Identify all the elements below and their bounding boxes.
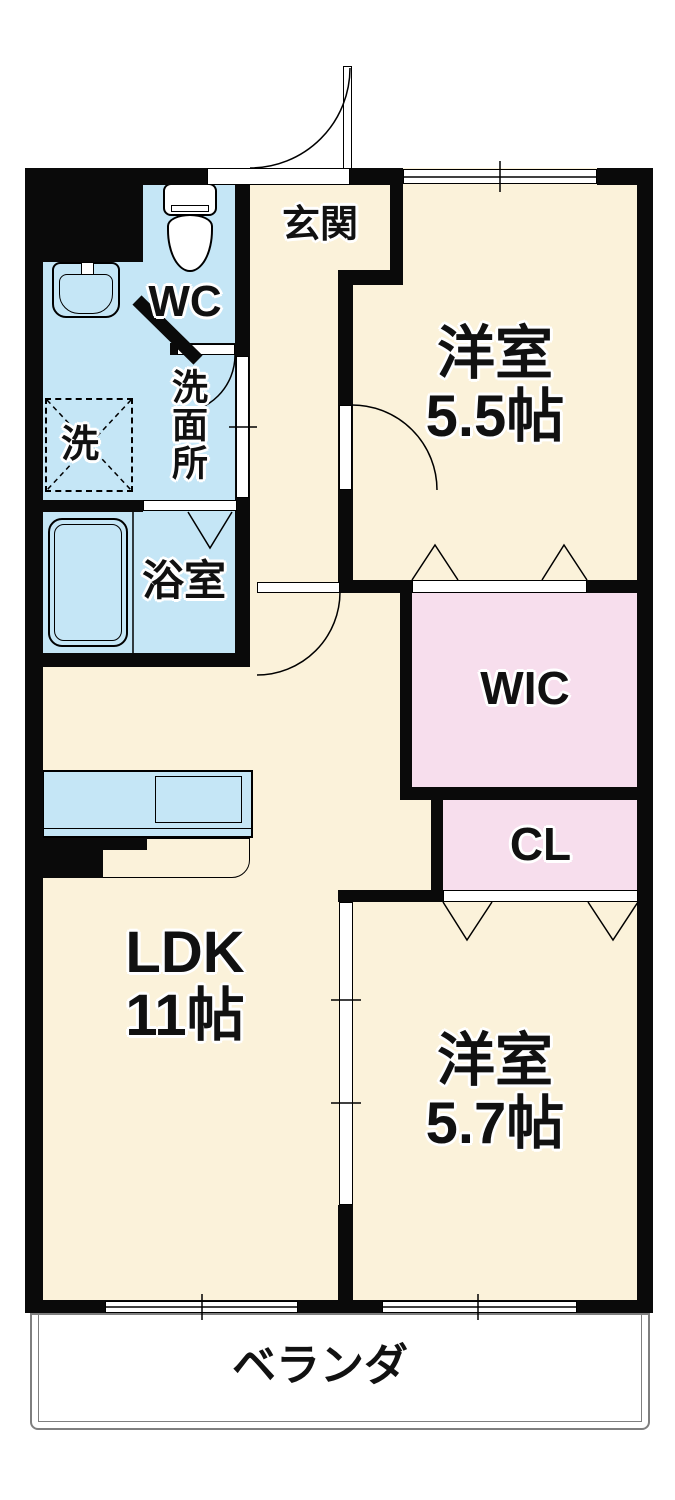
label-bathroom: 浴室 bbox=[141, 557, 226, 604]
wall-top-mid bbox=[350, 168, 403, 185]
label-room2: 洋室 5.7帖 bbox=[352, 1028, 638, 1156]
label-senmenjo: 洗面所 bbox=[167, 368, 208, 482]
washbasin-bowl bbox=[59, 274, 113, 314]
label-room2-name: 洋室 bbox=[436, 1028, 553, 1093]
partition-slide bbox=[339, 902, 353, 1205]
bathtub-inner bbox=[54, 524, 122, 641]
ps-shaft-block bbox=[25, 185, 143, 262]
label-laundry: 洗 bbox=[60, 424, 99, 466]
window-top bbox=[403, 169, 597, 184]
label-ldk: LDK 11帖 bbox=[60, 920, 310, 1048]
label-room1-size: 5.5帖 bbox=[425, 383, 565, 449]
window-room2 bbox=[382, 1301, 577, 1313]
veranda-inner-line bbox=[38, 1315, 642, 1422]
label-room2-size: 5.7帖 bbox=[425, 1090, 565, 1156]
door-hall-leaf bbox=[257, 582, 340, 593]
entry-door-arc bbox=[249, 67, 351, 169]
wall-top-left bbox=[25, 168, 207, 185]
wall-wic-left bbox=[400, 593, 412, 800]
label-ldk-size: 11帖 bbox=[125, 982, 245, 1048]
entry-gap bbox=[207, 168, 350, 185]
label-wic: WIC bbox=[480, 662, 570, 714]
kitchen-counter-edge-line bbox=[44, 828, 251, 829]
laundry-box bbox=[45, 398, 133, 492]
door-wc-leaf bbox=[177, 344, 235, 355]
wall-senmenjo-bottom bbox=[25, 500, 143, 512]
wall-genkan-step bbox=[338, 270, 403, 285]
slide-senmenjo bbox=[236, 356, 249, 498]
wall-genkan-right bbox=[390, 185, 403, 270]
wall-wic-bottom bbox=[400, 787, 653, 800]
wall-room2-top bbox=[338, 890, 443, 902]
wall-cl-left bbox=[431, 800, 443, 902]
opening-cl bbox=[443, 890, 638, 902]
door-bath-band bbox=[143, 500, 237, 511]
toilet-lid-line bbox=[171, 205, 209, 212]
window-ldk bbox=[105, 1301, 298, 1313]
veranda-area bbox=[30, 1313, 650, 1430]
label-wc: WC bbox=[148, 277, 222, 326]
label-genkan: 玄関 bbox=[281, 204, 358, 246]
label-room1-name: 洋室 bbox=[436, 321, 553, 386]
kitchen-sink bbox=[155, 776, 242, 823]
label-room1: 洋室 5.5帖 bbox=[352, 321, 638, 449]
wall-right bbox=[637, 168, 653, 1313]
label-cl: CL bbox=[509, 818, 572, 870]
kitchen-step-1 bbox=[27, 838, 147, 850]
wall-partition-bottom bbox=[338, 1205, 353, 1313]
bathtub bbox=[48, 518, 128, 647]
label-veranda: ベランダ bbox=[232, 1341, 408, 1390]
entry-door-leaf bbox=[343, 66, 352, 169]
door-room1-leaf bbox=[339, 405, 352, 490]
cl-floor bbox=[431, 787, 650, 902]
wall-left bbox=[25, 168, 43, 1313]
opening-wic bbox=[412, 580, 587, 593]
label-ldk-name: LDK bbox=[125, 920, 245, 985]
wic-floor bbox=[402, 580, 650, 800]
wall-bath-bottom bbox=[25, 653, 250, 667]
